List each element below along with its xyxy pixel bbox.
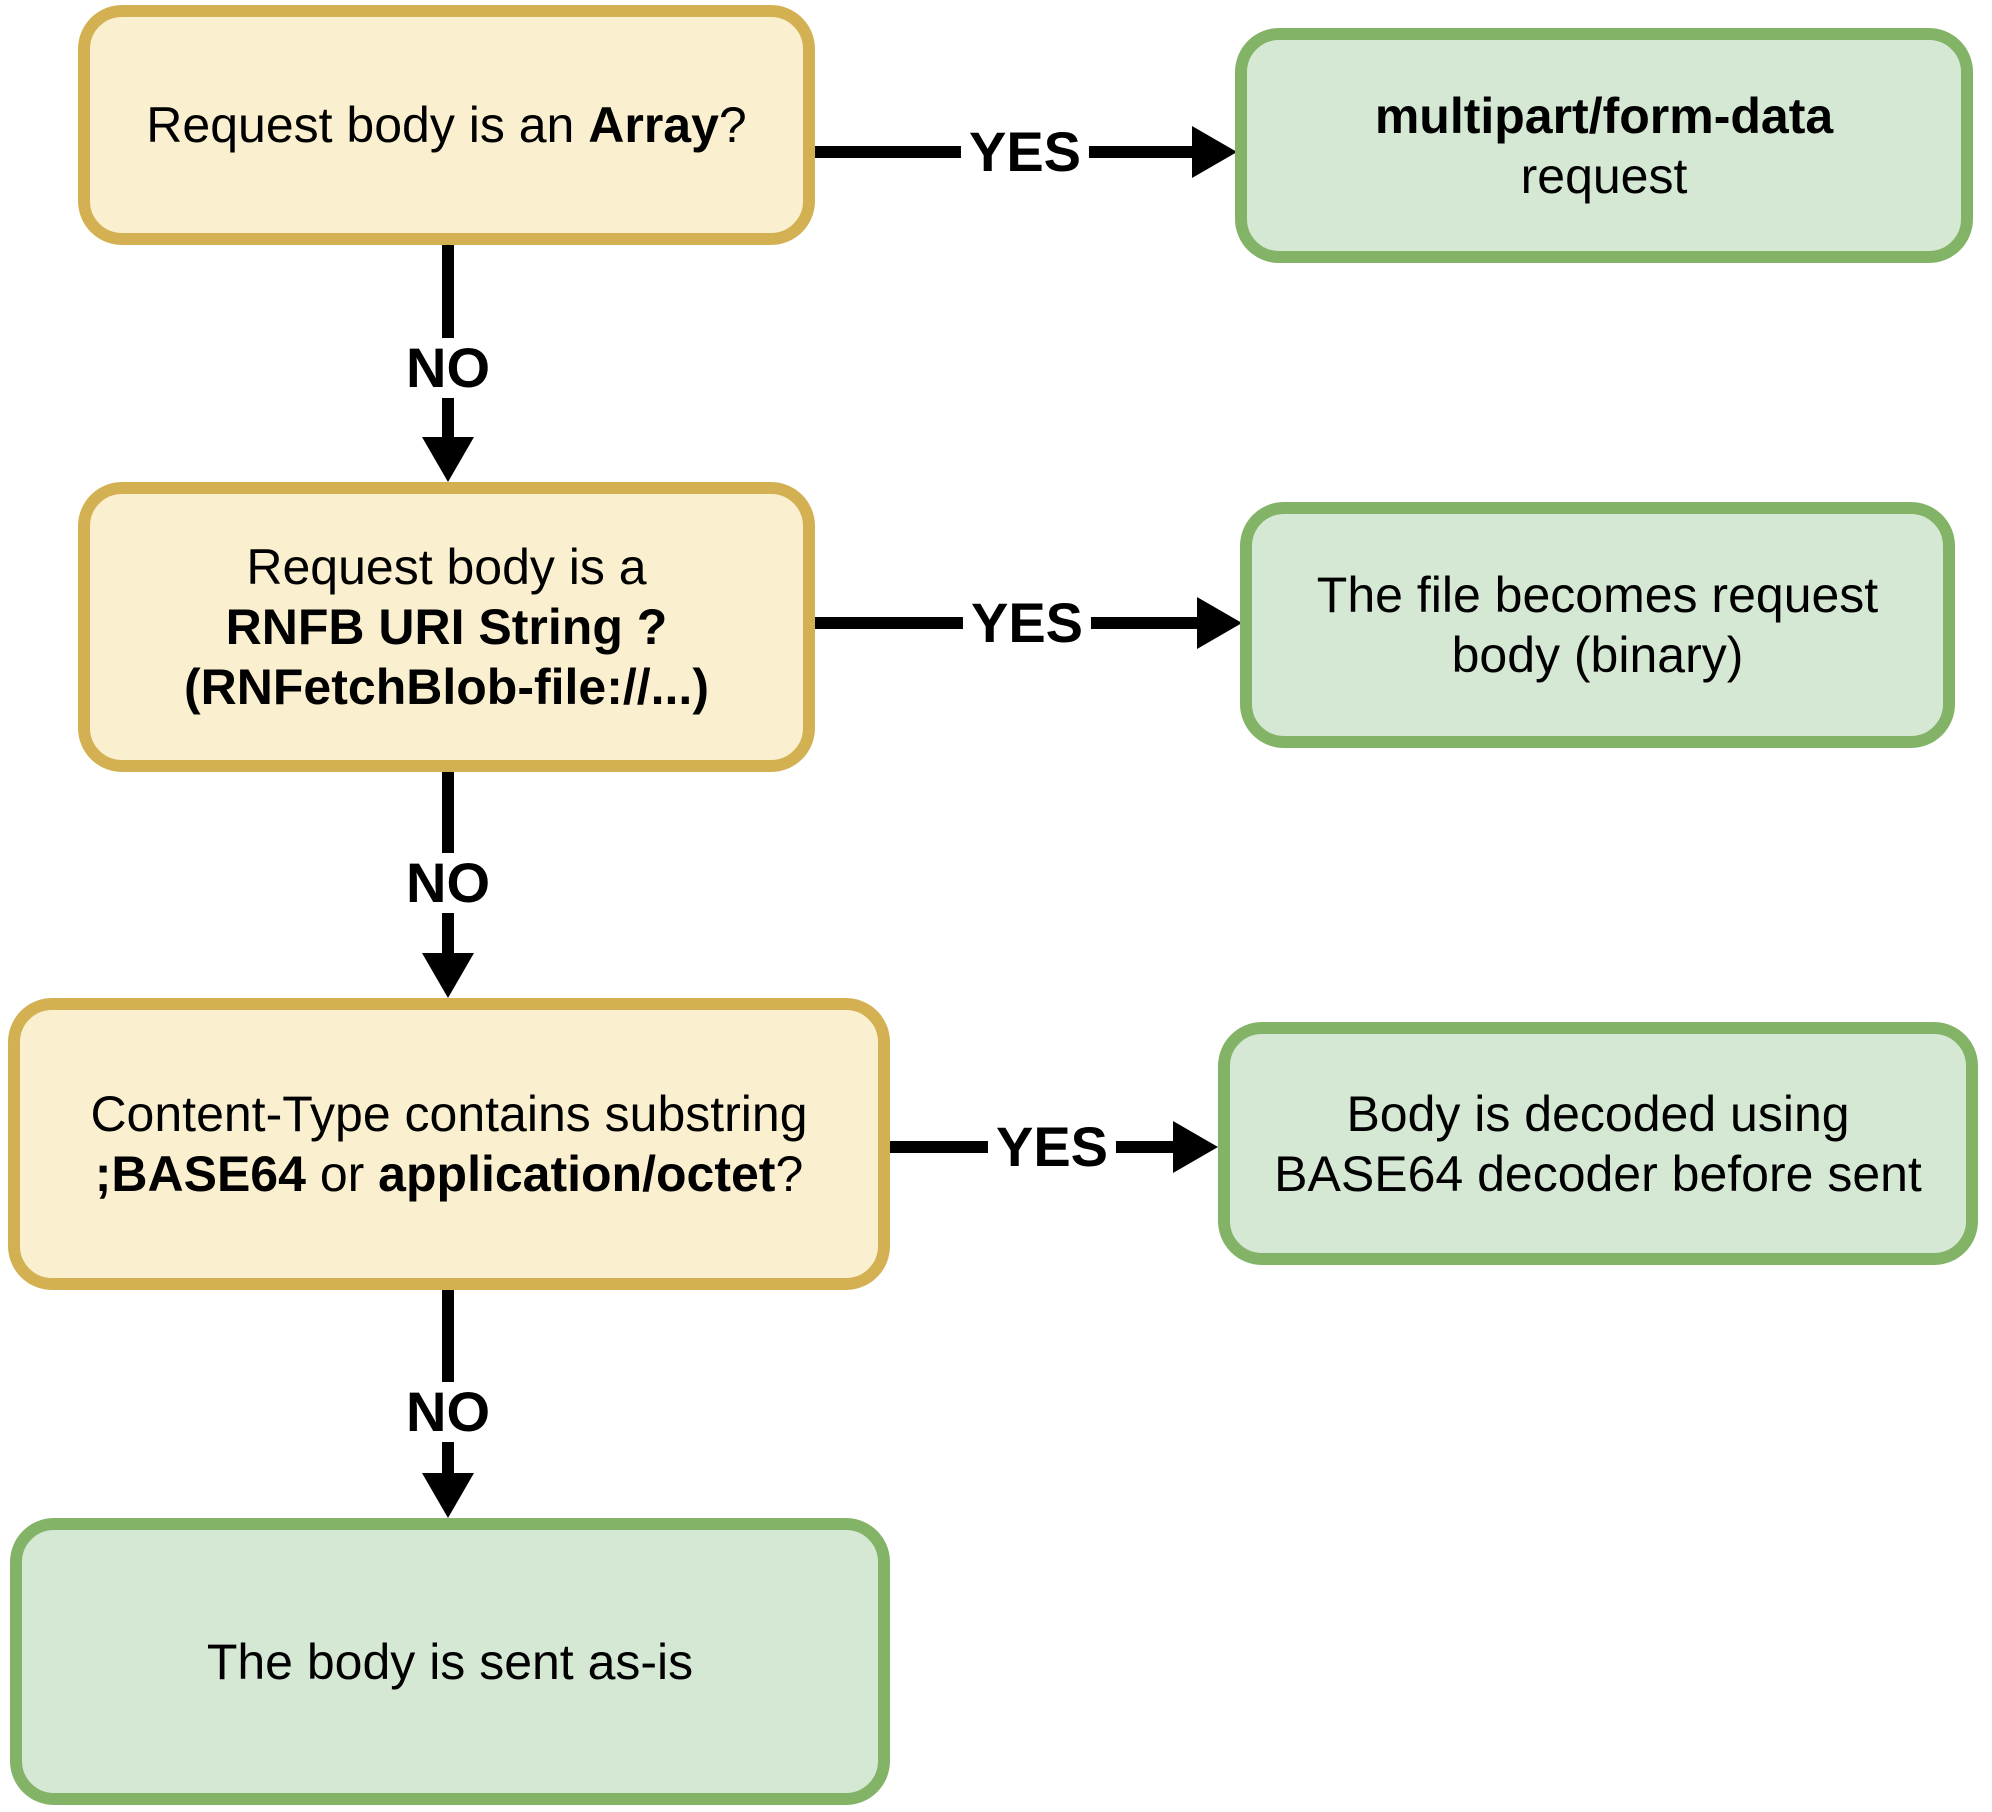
node-question-content-type-substring: Content-Type contains substring ;BASE64 … — [8, 998, 890, 1290]
node-text-line: RNFB URI String ? — [226, 597, 668, 657]
text-segment: application/octet — [378, 1146, 776, 1202]
node-text-line: ;BASE64 or application/octet? — [95, 1144, 804, 1204]
node-text-line: Content-Type contains substring — [90, 1084, 807, 1144]
edge-label-yes-1: YES — [960, 122, 1090, 182]
node-text-line: multipart/form-data — [1375, 86, 1833, 146]
edge-label-no-3: NO — [398, 1382, 498, 1442]
text-segment: multipart/form-data — [1374, 87, 1834, 144]
text-segment: RNFB URI String ? — [225, 599, 668, 655]
edge-label-no-2: NO — [398, 853, 498, 913]
text-segment: Content-Type contains substring — [90, 1086, 808, 1142]
node-text-line: Request body is an Array? — [146, 95, 746, 155]
edge-no-3-arrowhead-icon — [422, 1473, 474, 1518]
edge-label-yes-3: YES — [987, 1117, 1117, 1177]
edge-no-2-arrowhead-icon — [422, 953, 474, 998]
node-text-line: The body is sent as-is — [207, 1632, 693, 1692]
node-result-base64-decoded: Body is decoded using BASE64 decoder bef… — [1218, 1022, 1978, 1265]
text-segment: The body is sent as-is — [206, 1633, 694, 1690]
node-question-rnfb-uri-string: Request body is a RNFB URI String ? (RNF… — [78, 482, 815, 772]
edge-label-no-1: NO — [398, 338, 498, 398]
node-result-body-sent-as-is: The body is sent as-is — [10, 1518, 890, 1805]
edge-no-1-arrowhead-icon — [422, 437, 474, 482]
edge-label-yes-2: YES — [962, 593, 1092, 653]
edge-yes-3-arrowhead-icon — [1173, 1121, 1218, 1173]
node-result-multipart-form-data: multipart/form-data request — [1235, 28, 1973, 263]
node-question-is-array: Request body is an Array? — [78, 5, 815, 245]
node-text-line: BASE64 decoder before sent — [1274, 1144, 1922, 1204]
node-result-file-becomes-body: The file becomes request body (binary) — [1240, 502, 1955, 748]
text-segment: ? — [775, 1146, 804, 1202]
node-text-line: The file becomes request — [1317, 565, 1878, 625]
text-segment: Body is decoded using — [1346, 1085, 1850, 1142]
text-segment: body (binary) — [1451, 627, 1744, 683]
text-segment: The file becomes request — [1316, 567, 1879, 623]
text-segment: ;BASE64 — [94, 1146, 306, 1202]
text-segment: BASE64 decoder before sent — [1274, 1145, 1922, 1202]
node-text-line: Body is decoded using — [1346, 1084, 1849, 1144]
text-segment: Request body is a — [246, 539, 647, 595]
text-segment: Array — [588, 97, 719, 153]
node-text-line: Request body is a — [246, 537, 646, 597]
edge-yes-1-arrowhead-icon — [1192, 126, 1237, 178]
node-text-line: request — [1521, 146, 1688, 206]
edge-yes-2-arrowhead-icon — [1197, 597, 1242, 649]
text-segment: Request body is an — [146, 97, 589, 153]
text-segment: ? — [718, 97, 747, 153]
text-segment: request — [1520, 147, 1688, 204]
text-segment: or — [305, 1146, 379, 1202]
node-text-line: body (binary) — [1452, 625, 1744, 685]
text-segment: (RNFetchBlob-file://...) — [184, 659, 709, 715]
node-text-line: (RNFetchBlob-file://...) — [184, 657, 709, 717]
